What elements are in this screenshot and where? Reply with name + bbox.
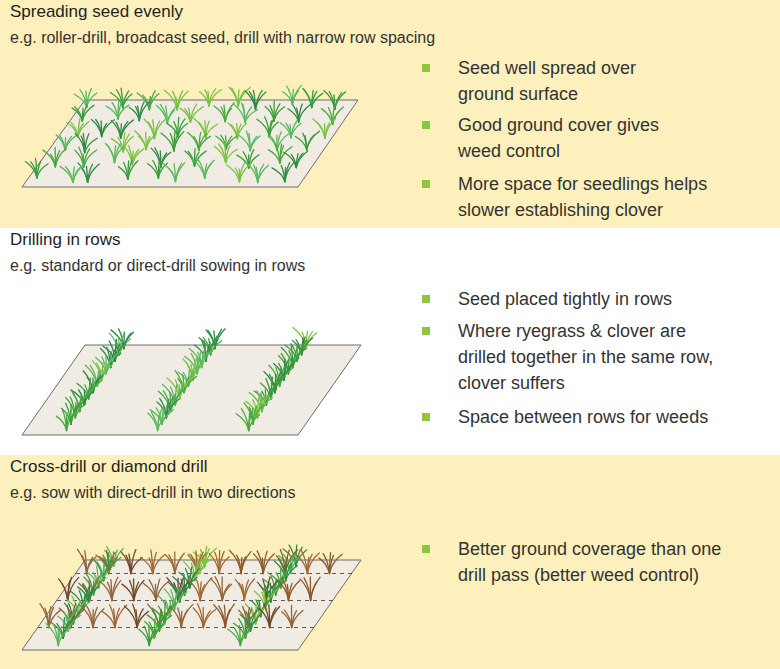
bullet-square [422, 327, 430, 335]
method-band: Cross-drill or diamond drill e.g. sow wit… [0, 455, 780, 669]
bullet-square [422, 180, 430, 188]
band-heading: Cross-drill or diamond drill [10, 457, 207, 477]
bullet-square [422, 64, 430, 72]
band-subtitle: e.g. roller-drill, broadcast seed, drill… [10, 28, 435, 48]
bullet-square [422, 545, 430, 553]
bullet-square [422, 121, 430, 129]
bullet-text: Space between rows for weeds [458, 404, 758, 430]
bullet-text: Better ground coverage than one drill pa… [458, 536, 733, 588]
bullet-text: Good ground cover gives weed control [458, 112, 673, 164]
band-heading: Spreading seed evenly [10, 2, 183, 22]
method-band: Drilling in rows e.g. standard or direct-… [0, 228, 780, 455]
band-heading: Drilling in rows [10, 230, 121, 250]
bullet-square [422, 413, 430, 421]
method-band: Spreading seed evenly e.g. roller-drill, … [0, 0, 780, 228]
bullet-square [422, 295, 430, 303]
bullet-text: Where ryegrass & clover are drilled toge… [458, 318, 723, 396]
band-subtitle: e.g. standard or direct-drill sowing in … [10, 256, 305, 276]
bullet-text: More space for seedlings helps slower es… [458, 171, 728, 223]
bullet-text: Seed well spread over ground surface [458, 55, 673, 107]
bullet-text: Seed placed tightly in rows [458, 286, 758, 312]
band-subtitle: e.g. sow with direct-drill in two direct… [10, 483, 295, 503]
